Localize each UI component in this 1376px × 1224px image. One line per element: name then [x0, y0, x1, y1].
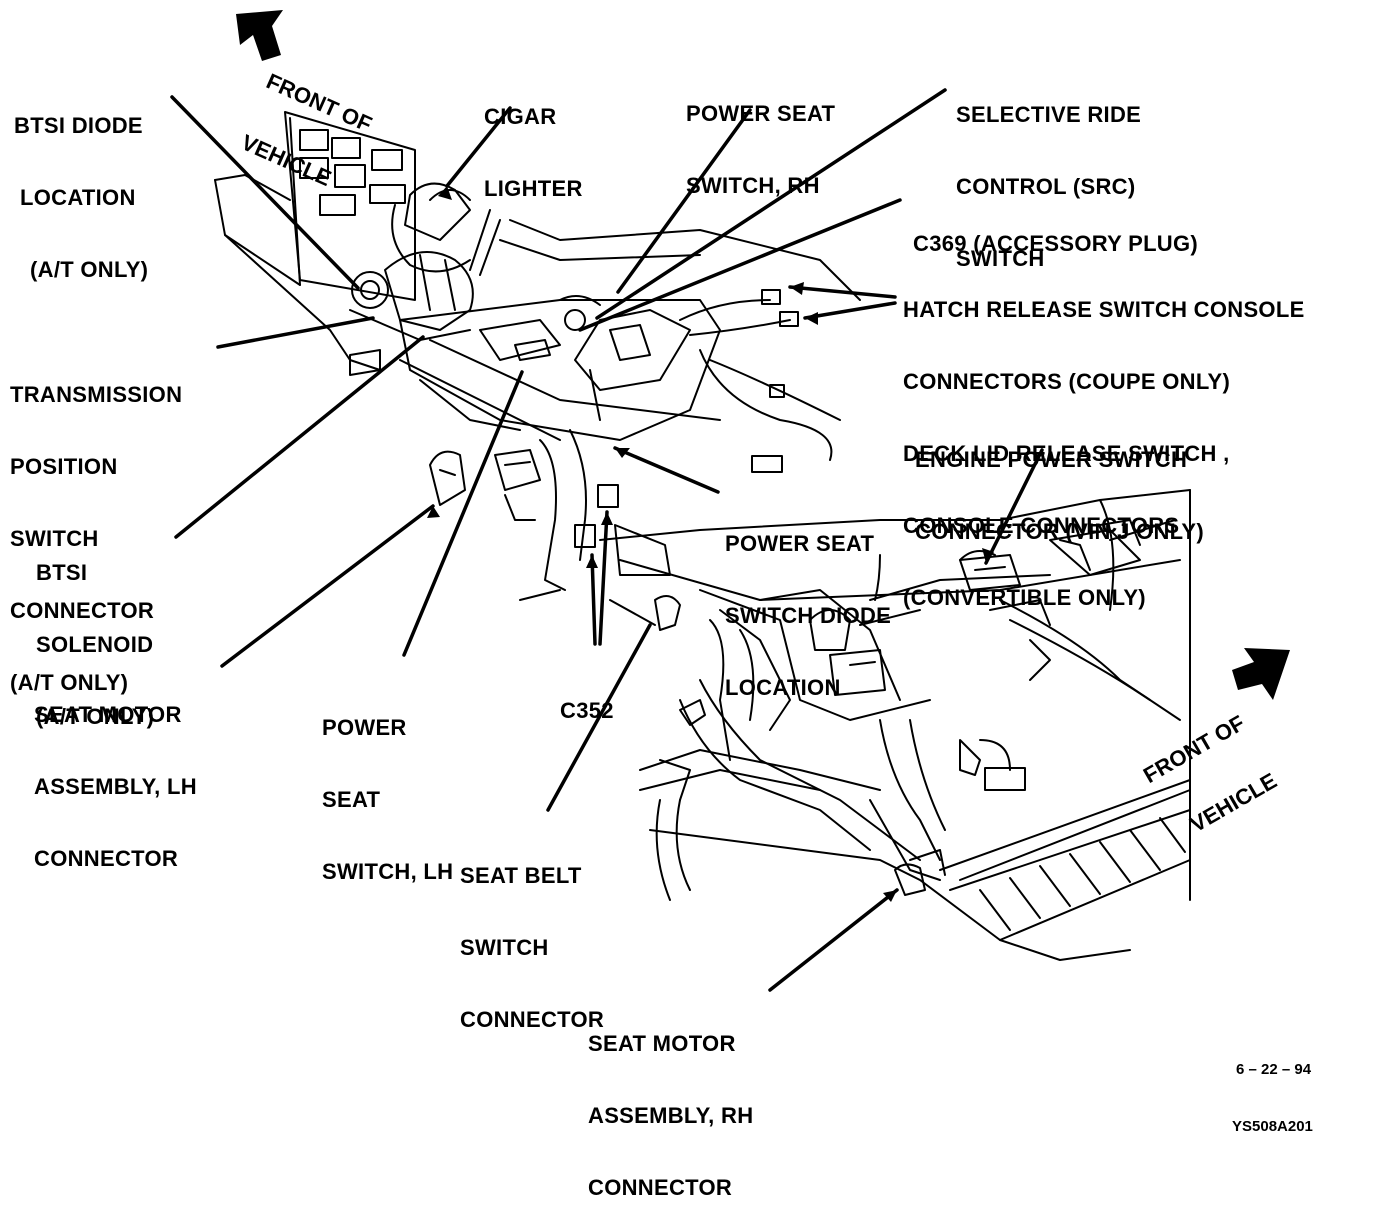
label-selective-ride-control: SELECTIVE RIDE CONTROL (SRC) SWITCH [956, 55, 1141, 295]
label-line: ASSEMBLY, RH [588, 1103, 754, 1128]
label-line: CONNECTORS (COUPE ONLY) [903, 369, 1231, 394]
label-line: ASSEMBLY, LH [34, 774, 197, 799]
label-seat-motor-lh: SEAT MOTOR ASSEMBLY, LH CONNECTOR [34, 655, 197, 895]
label-engine-power-switch: ENGINE POWER SWITCH CONNECTOR (VIN J ONL… [915, 400, 1204, 568]
leader-lines [170, 88, 1044, 992]
label-line: DECK LID RELEASE SWITCH , [903, 441, 1230, 466]
label-line: CONSOLE CONNECTORS [903, 513, 1180, 538]
label-line: (A/T ONLY) [10, 670, 129, 695]
label-line: SWITCH [460, 935, 549, 960]
label-line: C352 [560, 698, 614, 723]
label-line: (A/T ONLY) [36, 704, 155, 729]
label-line: POSITION [10, 454, 118, 479]
figure-code: YS508A201 [1232, 1118, 1313, 1135]
label-line: CIGAR [484, 104, 557, 129]
dash-console-drawing [214, 111, 861, 631]
label-line: LOCATION [725, 675, 841, 700]
label-line: CONNECTOR [460, 1007, 605, 1032]
label-cigar-lighter: CIGAR LIGHTER [484, 57, 583, 225]
label-line: SWITCH, RH [686, 173, 820, 198]
label-line: CONNECTOR [10, 598, 155, 623]
wiring-diagram [170, 10, 1290, 992]
label-line: CONNECTOR [588, 1175, 733, 1200]
label-btsi-solenoid: BTSI SOLENOID (A/T ONLY) [36, 513, 154, 753]
label-line: TRANSMISSION [10, 382, 183, 407]
label-power-seat-switch-lh: POWER SEAT SWITCH, LH [322, 668, 453, 908]
label-line: CONNECTOR [34, 846, 179, 871]
label-btsi-diode-location: BTSI DIODE LOCATION (A/T ONLY) [14, 66, 148, 306]
label-line: HATCH RELEASE SWITCH CONSOLE [903, 297, 1305, 322]
leader-arrowheads [427, 186, 994, 902]
label-line: CONNECTOR (VIN J ONLY) [915, 519, 1204, 544]
label-line: C369 (ACCESSORY PLUG) [913, 231, 1199, 256]
label-line: SWITCH, LH [322, 859, 454, 884]
label-line: ENGINE POWER SWITCH [915, 447, 1188, 472]
label-line: SEAT BELT [460, 863, 582, 888]
figure-date: 6 – 22 – 94 [1236, 1061, 1312, 1078]
label-hatch-release-connectors: HATCH RELEASE SWITCH CONSOLE CONNECTORS … [903, 250, 1305, 634]
figure-date-code: 6 – 22 – 94 YS508A201 [1232, 1022, 1313, 1155]
label-line: SWITCH DIODE [725, 603, 892, 628]
label-line: POWER SEAT [686, 101, 836, 126]
label-transmission-position-switch: TRANSMISSION POSITION SWITCH CONNECTOR (… [10, 335, 182, 719]
label-line: LOCATION [20, 185, 136, 210]
label-power-seat-switch-rh: POWER SEAT SWITCH, RH [686, 54, 835, 222]
floor-harness-drawing [599, 489, 1191, 961]
label-line: LIGHTER [484, 176, 583, 201]
label-line: POWER SEAT [725, 531, 875, 556]
label-line: CONTROL (SRC) [956, 174, 1136, 199]
label-line: BTSI DIODE [14, 113, 143, 138]
label-c352: C352 [560, 651, 614, 747]
label-line: SOLENOID [36, 632, 154, 657]
label-power-seat-switch-diode: POWER SEAT SWITCH DIODE LOCATION [725, 484, 891, 724]
label-c369-accessory-plug: C369 (ACCESSORY PLUG) [913, 184, 1198, 280]
label-line: SWITCH [10, 526, 99, 551]
label-seat-motor-rh: SEAT MOTOR ASSEMBLY, RH CONNECTOR [588, 984, 753, 1224]
label-line: SWITCH [956, 246, 1045, 271]
label-line: SEAT MOTOR [588, 1031, 736, 1056]
label-seat-belt-switch: SEAT BELT SWITCH CONNECTOR [460, 816, 604, 1056]
label-line: FRONT OF [262, 68, 376, 137]
label-line: SEAT [322, 787, 381, 812]
label-line: POWER [322, 715, 407, 740]
front-arrow-top-icon [236, 10, 283, 61]
label-line: FRONT OF [1139, 710, 1249, 789]
label-line: SEAT MOTOR [34, 702, 182, 727]
label-line: (CONVERTIBLE ONLY) [903, 585, 1146, 610]
front-arrow-bottom-icon [1232, 648, 1290, 700]
label-line: SELECTIVE RIDE [956, 102, 1142, 127]
label-line: (A/T ONLY) [30, 257, 149, 282]
label-line: BTSI [36, 560, 88, 585]
